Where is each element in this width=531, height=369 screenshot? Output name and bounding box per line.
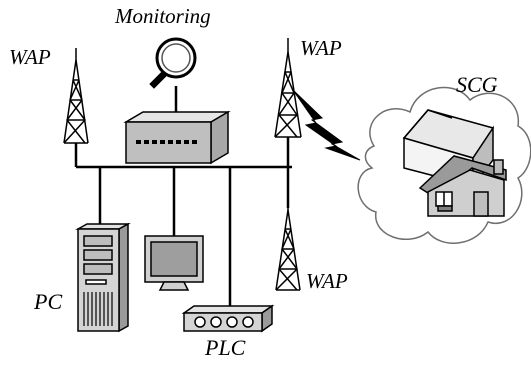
wap-bottom-label: WAP (306, 269, 348, 293)
lightning-link-icon (292, 89, 361, 161)
wap-tower-icon (274, 38, 302, 138)
monitoring-label: Monitoring (115, 4, 211, 28)
network-bus (74, 86, 292, 313)
plc-label: PLC (205, 335, 246, 360)
monitor-icon (144, 235, 204, 291)
house-icon (402, 109, 495, 189)
house-icon (418, 155, 507, 217)
wap-tower-icon (63, 48, 89, 144)
wap-left-label: WAP (9, 45, 51, 69)
desktop-pc-icon (75, 222, 131, 333)
wap-tower-icon (275, 200, 301, 291)
magnifier-icon (149, 37, 197, 89)
plc-device-icon (181, 304, 275, 333)
scg-label: SCG (456, 72, 498, 97)
pc-label: PC (34, 289, 63, 314)
wap-right-label: WAP (300, 36, 342, 60)
network-switch-icon (123, 110, 231, 165)
